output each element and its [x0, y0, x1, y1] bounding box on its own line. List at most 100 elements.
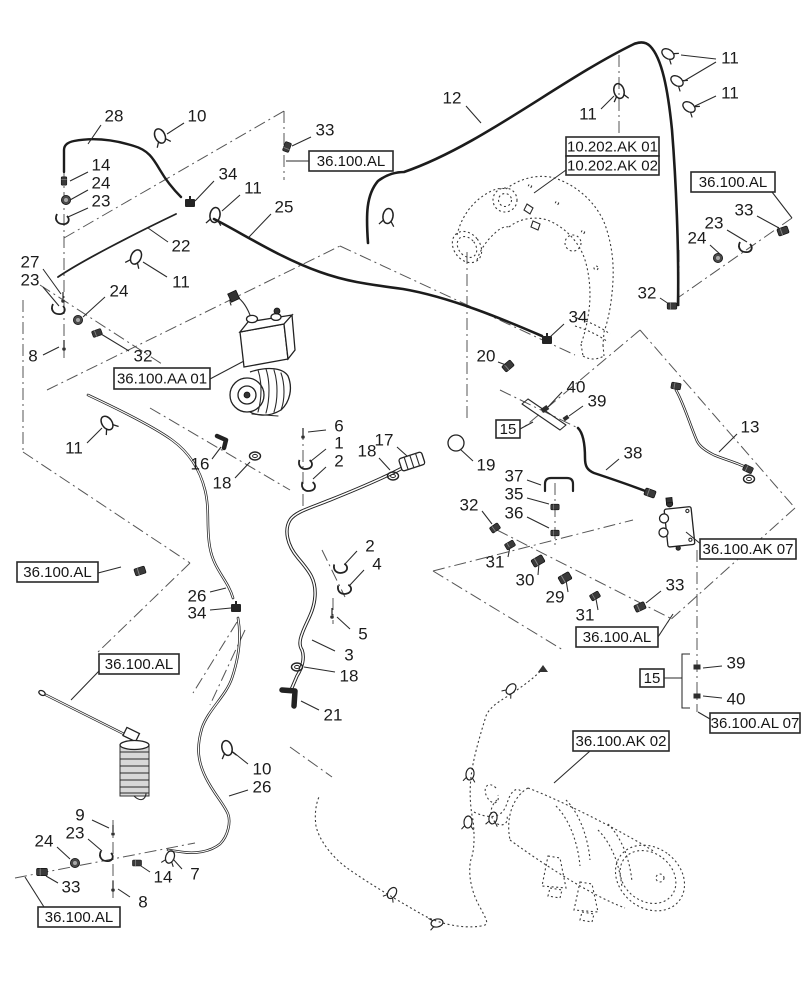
callout-9: 9	[75, 805, 84, 824]
callout-34: 34	[188, 603, 207, 622]
callout-8: 8	[28, 346, 37, 365]
callout-23: 23	[705, 213, 724, 232]
leader-line	[600, 95, 615, 110]
callout-11: 11	[65, 438, 83, 457]
callout-31: 31	[576, 605, 595, 624]
intake-duct	[451, 175, 614, 360]
ref-box	[565, 155, 660, 176]
bracket-line	[519, 421, 534, 430]
ref-box-label: 10.202.AK 02	[567, 157, 658, 174]
ref-box	[113, 367, 211, 390]
leader-line	[221, 194, 241, 212]
leader-line	[42, 268, 62, 295]
leader-line	[311, 639, 336, 652]
leader-line	[67, 207, 89, 218]
leader-line	[694, 95, 717, 107]
ref-box-label: 10.202.AK 01	[567, 138, 658, 155]
callout-32: 32	[638, 283, 657, 302]
callout-22: 22	[172, 236, 191, 255]
leader-line	[336, 616, 351, 630]
leader-line	[507, 546, 511, 558]
leader-line	[709, 244, 722, 256]
ref-box-label: 36.100.AL	[317, 153, 385, 170]
bracket-line	[681, 653, 690, 709]
ref-box-label: 36.100.AL 07	[711, 715, 800, 732]
callout-10: 10	[253, 759, 272, 778]
leader-line	[248, 213, 272, 238]
leader-line	[303, 666, 336, 673]
callout-5: 5	[358, 624, 367, 643]
bracket-15	[521, 398, 567, 431]
leader-line	[645, 590, 662, 604]
boxed-callout-label: 15	[500, 421, 517, 438]
hose-38	[576, 426, 650, 494]
callout-18: 18	[213, 473, 232, 492]
compressor	[227, 289, 296, 417]
callout-4: 4	[372, 554, 381, 573]
callout-33: 33	[666, 575, 685, 594]
ref-box-label: 36.100.AK 02	[576, 733, 667, 750]
callout-6: 6	[334, 416, 343, 435]
boxed-callout-15	[495, 419, 521, 439]
leader-line	[307, 429, 327, 433]
callout-24: 24	[688, 228, 707, 247]
leader-line	[87, 124, 102, 145]
leader-line	[291, 136, 312, 147]
callout-31: 31	[486, 552, 505, 571]
ref-leader-line	[70, 670, 100, 701]
elbow-16	[214, 433, 229, 451]
callout-11: 11	[172, 272, 190, 291]
hose-22	[57, 213, 177, 278]
callout-3: 3	[344, 645, 353, 664]
ref-leader-line	[97, 566, 122, 574]
leader-line	[481, 510, 493, 525]
leader-line	[211, 446, 222, 460]
callout-14: 14	[154, 867, 173, 886]
ref-box-label: 36.100.AL	[45, 909, 113, 926]
leader-line	[659, 297, 670, 305]
callout-33: 33	[316, 120, 335, 139]
leader-line	[756, 215, 780, 229]
callout-37: 37	[505, 466, 524, 485]
ref-box	[572, 730, 670, 752]
leader-line	[537, 562, 540, 576]
leader-line	[565, 579, 569, 593]
callout-18: 18	[340, 666, 359, 685]
leader-line	[526, 497, 550, 505]
leader-line	[605, 458, 620, 471]
leader-line	[91, 819, 110, 829]
callout-35: 35	[505, 484, 524, 503]
ref-leader-line	[771, 191, 793, 219]
callout-26: 26	[253, 777, 272, 796]
callout-12: 12	[443, 88, 462, 107]
callout-33: 33	[62, 877, 81, 896]
leader-line	[526, 516, 550, 529]
callout-23: 23	[66, 823, 85, 842]
callout-39: 39	[588, 391, 607, 410]
callout-38: 38	[624, 443, 643, 462]
callout-24: 24	[110, 281, 129, 300]
callout-8: 8	[138, 892, 147, 911]
callout-39: 39	[727, 653, 746, 672]
callout-11: 11	[721, 48, 739, 67]
ref-box	[699, 538, 797, 560]
leader-line	[702, 695, 723, 699]
leader-line	[680, 54, 717, 60]
callout-2: 2	[365, 536, 374, 555]
leader-line	[547, 391, 563, 408]
callout-1: 1	[334, 433, 343, 452]
ref-leader-line	[553, 750, 591, 784]
callout-23: 23	[92, 191, 111, 210]
leader-line	[459, 448, 474, 462]
leader-line	[172, 858, 183, 870]
callout-16: 16	[191, 454, 210, 473]
hose-12	[365, 41, 680, 307]
ref-leader-line	[533, 169, 567, 194]
callout-36: 36	[505, 503, 524, 522]
callout-11: 11	[244, 178, 262, 197]
callout-32: 32	[134, 346, 153, 365]
callout-14: 14	[92, 155, 111, 174]
leader-line	[349, 569, 365, 586]
